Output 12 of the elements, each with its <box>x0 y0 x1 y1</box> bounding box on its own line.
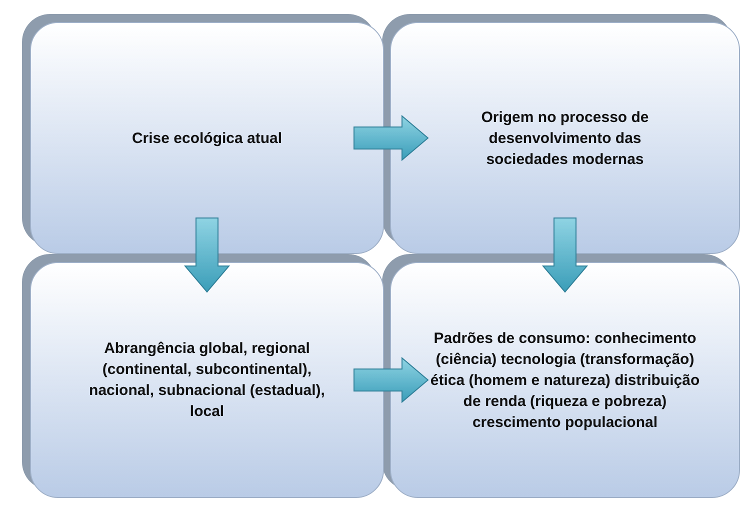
block-arrow <box>542 218 588 293</box>
rounded-box <box>390 22 740 254</box>
rounded-box <box>30 262 384 498</box>
block-arrow <box>354 356 429 404</box>
box-text: Abrangência global, regional (continental, subcontinental), nacional, subnacional (estadual), local <box>88 339 326 422</box>
box-text: Origem no processo de desenvolvimento das sociedades modernas <box>480 108 650 170</box>
rounded-box <box>30 22 384 254</box>
block-arrow <box>354 114 429 162</box>
box-text: Crise ecológica atual <box>130 128 284 148</box>
block-arrow <box>184 218 230 293</box>
rounded-box <box>390 262 740 498</box>
box-text: Padrões de consumo: conhecimento (ciência) tecnologia (transformação) ética (homem e natureza) distribuição de renda (riqueza e pobreza) crescimento populacional <box>430 328 700 432</box>
